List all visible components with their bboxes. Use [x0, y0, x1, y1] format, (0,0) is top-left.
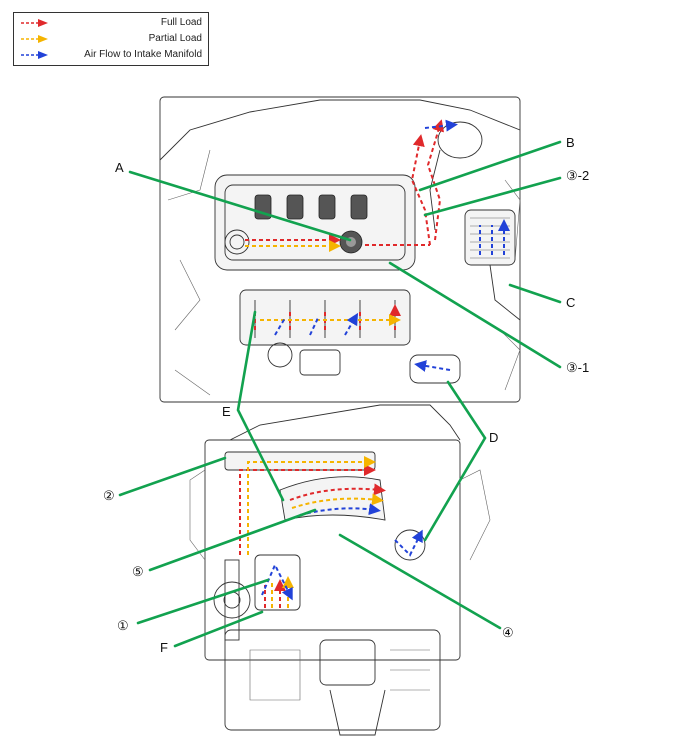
label-A: A: [115, 160, 124, 175]
label-5: ⑤: [132, 564, 144, 579]
label-E: E: [222, 404, 231, 419]
leader-3-2: [423, 176, 562, 217]
top-engine-view: [159, 96, 521, 403]
legend-partial-load: Partial Load: [20, 32, 205, 48]
leader-1: [136, 578, 270, 625]
leader-5: [148, 508, 317, 572]
label-F: F: [160, 640, 168, 655]
label-3-2: ③-2: [566, 168, 589, 183]
bottom-engine-view: [189, 404, 491, 736]
air-flow-arrow-icon: [21, 51, 48, 59]
leader-A: [128, 170, 352, 242]
leader-D: [423, 380, 487, 542]
label-4: ④: [502, 625, 514, 640]
partial-load-arrow-icon: [21, 35, 48, 43]
legend-partial-load-label: Partial Load: [148, 33, 202, 44]
label-B: B: [566, 135, 575, 150]
label-3-1: ③-1: [566, 360, 589, 375]
leader-F: [173, 610, 264, 648]
legend-air-flow: Air Flow to Intake Manifold: [20, 48, 205, 64]
label-C: C: [566, 295, 575, 310]
legend-air-flow-label: Air Flow to Intake Manifold: [84, 49, 202, 60]
leader-E: [236, 310, 285, 502]
leader-3-1: [388, 261, 562, 369]
legend-full-load: Full Load: [20, 16, 205, 32]
leader-2: [118, 456, 227, 497]
leader-C: [508, 283, 562, 304]
label-1: ①: [117, 618, 129, 633]
full-load-arrow-icon: [21, 19, 48, 27]
leader-lines: [118, 140, 562, 648]
legend-full-load-label: Full Load: [160, 17, 202, 28]
label-D: D: [489, 430, 498, 445]
label-2: ②: [103, 488, 115, 503]
callout-labels: A B ③-2 C ③-1 E D ② ⑤ ① ④ F: [103, 135, 589, 655]
leader-4: [338, 533, 502, 630]
leader-B: [418, 140, 562, 192]
legend: Full Load Partial Load Air Flow to Intak…: [13, 12, 209, 66]
